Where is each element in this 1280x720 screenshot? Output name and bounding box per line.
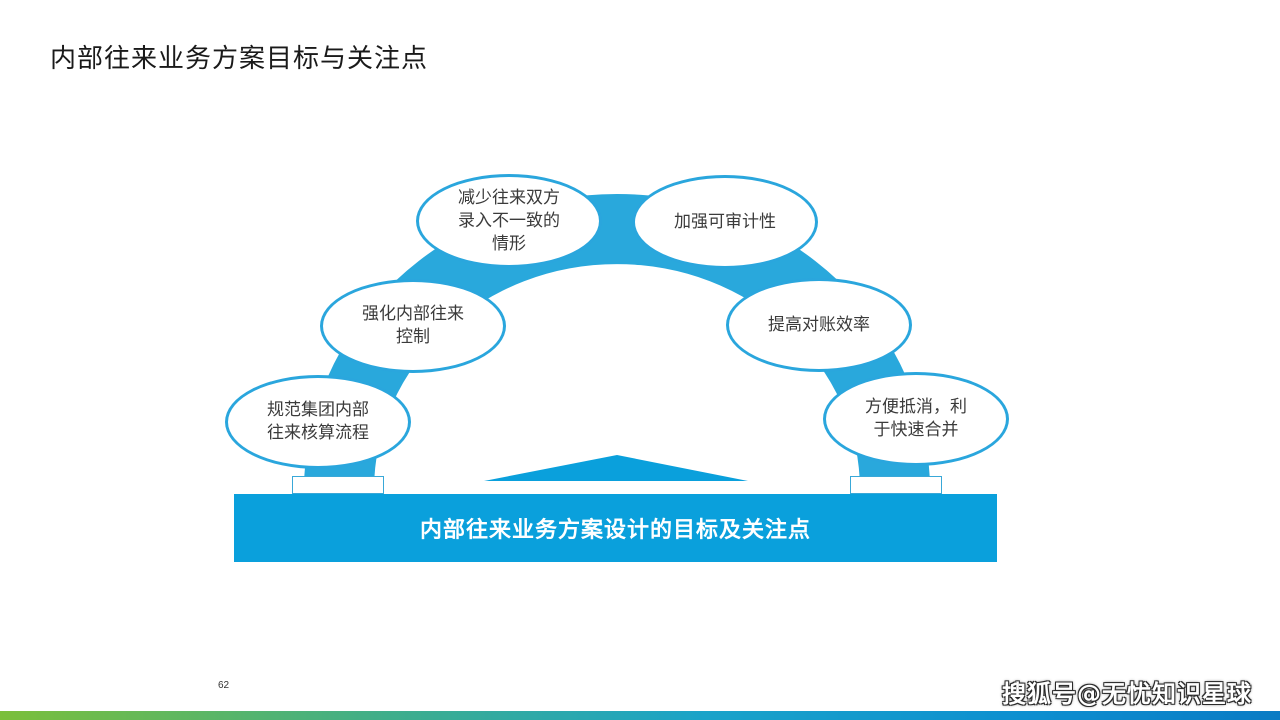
page-title: 内部往来业务方案目标与关注点 [50, 44, 429, 74]
watermark: 搜狐号@无忧知识星球 [1002, 680, 1252, 708]
base-bar-label: 内部往来业务方案设计的目标及关注点 [234, 494, 997, 562]
node-strengthen-control: 强化内部往来 控制 [320, 279, 506, 373]
footer-gradient-bar [0, 711, 1280, 720]
page-number: 62 [218, 680, 230, 691]
left-pedestal [292, 476, 384, 494]
arch-band [304, 194, 930, 490]
node-reconciliation-efficiency: 提高对账效率 [726, 278, 912, 372]
node-auditability: 加强可审计性 [632, 175, 818, 269]
node-reduce-inconsistency: 减少往来双方 录入不一致的 情形 [416, 174, 602, 268]
center-triangle [484, 455, 748, 481]
node-consolidation: 方便抵消，利 于快速合并 [823, 372, 1009, 466]
right-pedestal [850, 476, 942, 494]
node-standardize-process: 规范集团内部 往来核算流程 [225, 375, 411, 469]
